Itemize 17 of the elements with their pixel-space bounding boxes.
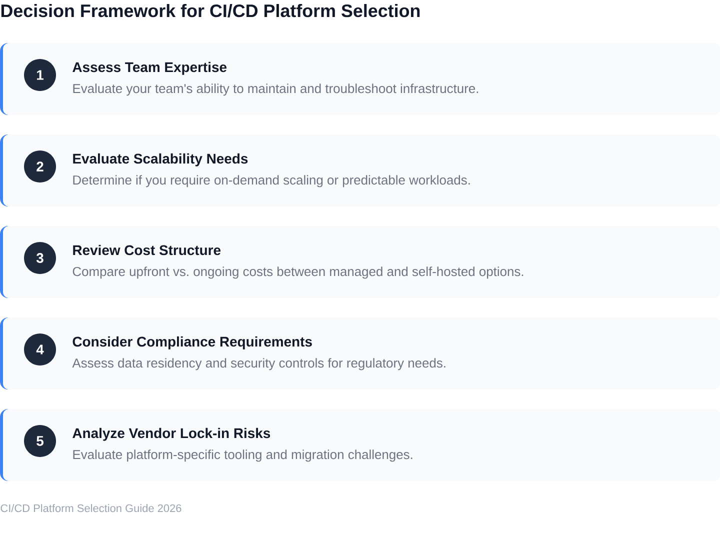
- step-description: Determine if you require on-demand scaling or predictable workloads.: [73, 175, 470, 188]
- step-title: Assess Team Expertise: [72, 62, 226, 75]
- number-badge: 4: [24, 334, 56, 366]
- step-description: Compare upfront vs. ongoing costs between managed and self-hosted options.: [72, 266, 524, 279]
- footer-text: CI/CD Platform Selection Guide 2026: [0, 504, 182, 512]
- page-title: Decision Framework for CI/CD Platform Selection: [1, 4, 420, 18]
- step-description: Evaluate your team's ability to maintain and troubleshoot infrastructure.: [73, 84, 478, 96]
- step-title: Analyze Vendor Lock-in Risks: [72, 428, 270, 441]
- step-title: Review Cost Structure: [73, 244, 221, 256]
- number-badge: 5: [24, 425, 56, 457]
- number-badge: 1: [24, 59, 56, 91]
- step-title: Consider Compliance Requirements: [72, 336, 312, 350]
- step-description: Assess data residency and security controls for regulatory needs.: [72, 358, 446, 370]
- number-badge: 2: [24, 150, 56, 182]
- step-description: Evaluate platform-specific tooling and migration challenges.: [73, 450, 412, 462]
- number-badge: 3: [24, 242, 56, 274]
- step-title: Evaluate Scalability Needs: [73, 153, 248, 166]
